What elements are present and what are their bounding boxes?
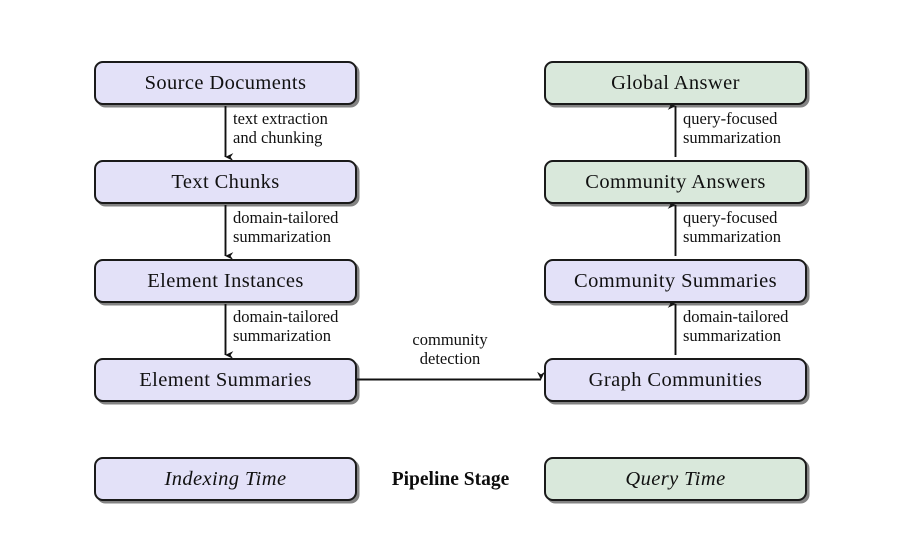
edge-label-summaries-to-communities-line2: detection bbox=[419, 349, 481, 369]
node-community-answers-label: Community Answers bbox=[585, 170, 766, 193]
edge-label-chunks-to-instances-line2: summarization bbox=[233, 227, 332, 247]
legend-indexing-time[interactable]: Indexing Time bbox=[94, 457, 357, 501]
edge-label-communities-to-comm-summaries: domain-tailored summarization bbox=[683, 307, 788, 345]
edge-label-comm-summaries-to-comm-answers-line2: summarization bbox=[683, 227, 782, 247]
legend-pipeline-stage: Pipeline Stage bbox=[377, 469, 524, 491]
legend-indexing-time-label: Indexing Time bbox=[164, 467, 287, 490]
node-global-answer[interactable]: Global Answer bbox=[544, 61, 807, 105]
node-source-documents[interactable]: Source Documents bbox=[94, 61, 357, 105]
node-element-instances-label: Element Instances bbox=[147, 269, 304, 292]
edge-label-summaries-to-communities: community detection bbox=[390, 330, 510, 368]
legend-query-time-label: Query Time bbox=[625, 467, 726, 490]
edge-label-summaries-to-communities-line1: community bbox=[412, 330, 488, 349]
edge-label-comm-answers-to-global-line2: summarization bbox=[683, 128, 782, 148]
edge-label-comm-summaries-to-comm-answers-line1: query-focused bbox=[683, 208, 778, 227]
edge-label-comm-summaries-to-comm-answers: query-focused summarization bbox=[683, 208, 781, 246]
legend-query-time[interactable]: Query Time bbox=[544, 457, 807, 501]
node-text-chunks[interactable]: Text Chunks bbox=[94, 160, 357, 204]
legend-pipeline-stage-label: Pipeline Stage bbox=[391, 469, 510, 490]
edge-label-source-to-chunks: text extraction and chunking bbox=[233, 109, 328, 147]
node-graph-communities[interactable]: Graph Communities bbox=[544, 358, 807, 402]
edge-label-instances-to-summaries-line1: domain-tailored bbox=[233, 307, 339, 326]
edge-label-chunks-to-instances-line1: domain-tailored bbox=[233, 208, 339, 227]
edge-label-communities-to-comm-summaries-line1: domain-tailored bbox=[683, 307, 789, 326]
edge-label-source-to-chunks-line1: text extraction bbox=[233, 109, 328, 128]
node-global-answer-label: Global Answer bbox=[611, 71, 740, 94]
edge-label-instances-to-summaries-line2: summarization bbox=[233, 326, 332, 346]
node-source-documents-label: Source Documents bbox=[144, 71, 307, 94]
node-community-answers[interactable]: Community Answers bbox=[544, 160, 807, 204]
edge-label-chunks-to-instances: domain-tailored summarization bbox=[233, 208, 338, 246]
node-community-summaries[interactable]: Community Summaries bbox=[544, 259, 807, 303]
node-text-chunks-label: Text Chunks bbox=[171, 170, 280, 193]
edge-label-communities-to-comm-summaries-line2: summarization bbox=[683, 326, 782, 346]
edge-label-source-to-chunks-line2: and chunking bbox=[233, 128, 323, 148]
node-graph-communities-label: Graph Communities bbox=[588, 368, 763, 391]
node-element-summaries-label: Element Summaries bbox=[139, 368, 312, 391]
edge-label-comm-answers-to-global-line1: query-focused bbox=[683, 109, 778, 128]
node-community-summaries-label: Community Summaries bbox=[574, 269, 777, 292]
edge-label-comm-answers-to-global: query-focused summarization bbox=[683, 109, 781, 147]
node-element-summaries[interactable]: Element Summaries bbox=[94, 358, 357, 402]
edge-label-instances-to-summaries: domain-tailored summarization bbox=[233, 307, 338, 345]
node-element-instances[interactable]: Element Instances bbox=[94, 259, 357, 303]
